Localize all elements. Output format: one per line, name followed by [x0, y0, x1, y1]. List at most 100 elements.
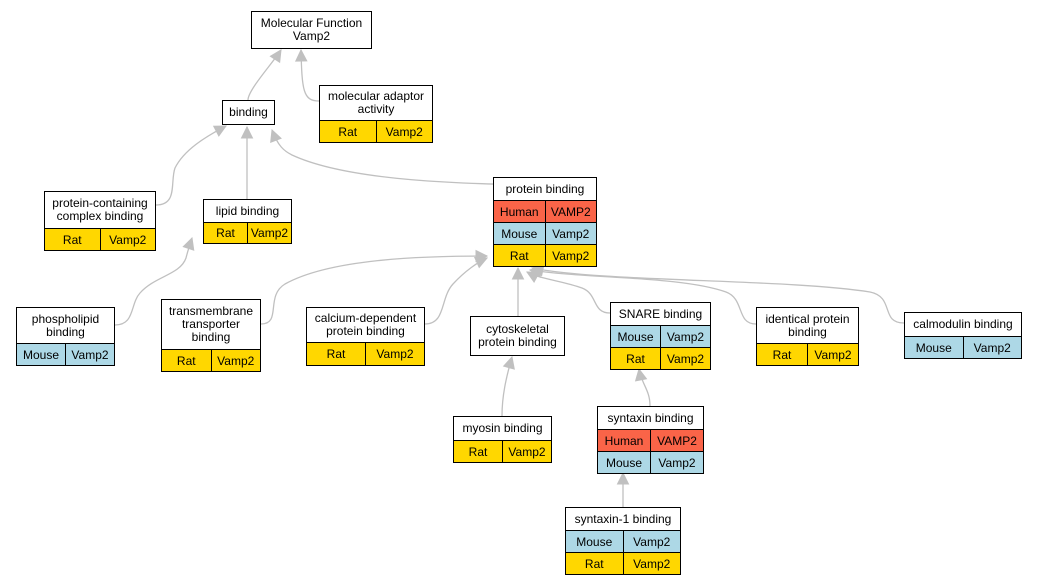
edge-molecular-adaptor-activity-to-molecular-function	[294, 48, 320, 102]
species-cell: Rat	[626, 351, 645, 366]
species-cell: Rat	[216, 226, 235, 240]
edge-arrowhead	[473, 256, 489, 269]
node-cytoskeletal-protein-binding[interactable]: cytoskeletal protein binding	[470, 316, 565, 356]
species-cell: Mouse	[617, 329, 654, 344]
edge-arrowhead	[294, 48, 308, 62]
edge-protein-binding-to-binding	[270, 128, 546, 186]
species-cell: Rat	[468, 444, 488, 459]
edge-line	[531, 267, 905, 324]
gene-cell: Vamp2	[502, 441, 551, 462]
species-cell: Rat	[584, 556, 604, 571]
species-cell: Rat	[772, 347, 792, 362]
node-title: Molecular Function Vamp2	[252, 12, 371, 48]
node-molecular-function[interactable]: Molecular Function Vamp2	[251, 11, 372, 49]
gene-cell: VAMP2	[544, 201, 597, 222]
node-title: SNARE binding	[611, 303, 710, 325]
species-cell: Rat	[62, 232, 82, 247]
edge-phospholipid-binding-to-lipid-binding	[114, 236, 195, 326]
edge-arrowhead	[212, 125, 227, 137]
species-cell: Mouse	[22, 347, 60, 362]
edge-arrowhead	[502, 355, 515, 370]
edge-binding-to-molecular-function	[247, 49, 282, 101]
edge-line	[260, 255, 488, 325]
node-title: molecular adaptor activity	[320, 86, 432, 120]
gene-cell: Vamp2	[650, 452, 703, 473]
gene-cell: VAMP2	[650, 430, 703, 451]
node-title: calmodulin binding	[905, 313, 1021, 336]
gene-cell: Vamp2	[99, 229, 156, 250]
species-cell: Mouse	[576, 534, 613, 549]
node-title: lipid binding	[204, 200, 291, 222]
edge-line	[529, 269, 757, 325]
edge-arrowhead	[269, 49, 282, 64]
species-cell: Mouse	[915, 340, 952, 355]
annotation-row-rat: Rat Vamp2	[204, 222, 291, 243]
edge-arrowhead	[634, 367, 648, 382]
node-title: binding	[223, 101, 274, 124]
edge-syntaxin-binding-to-snare-binding	[634, 367, 651, 407]
gene-cell: Vamp2	[247, 223, 291, 243]
gene-cell: Vamp2	[544, 223, 597, 244]
annotation-row-rat: Rat Vamp2	[320, 120, 432, 142]
gene-cell: Vamp2	[622, 531, 681, 552]
gene-cell: Vamp2	[375, 121, 433, 142]
species-cell: Mouse	[501, 226, 538, 241]
edge-arrowhead	[182, 236, 195, 251]
node-title: protein-containing complex binding	[45, 192, 155, 228]
node-title: identical protein binding	[757, 308, 858, 343]
annotation-row-rat: Rat Vamp2	[45, 228, 155, 250]
node-title: syntaxin-1 binding	[566, 508, 680, 530]
species-cell: Rat	[338, 124, 358, 139]
edge-arrowhead	[240, 125, 254, 139]
edge-line	[271, 129, 546, 186]
gene-cell: Vamp2	[660, 326, 710, 347]
gene-cell: Vamp2	[210, 350, 261, 371]
annotation-row-mouse: Mouse Vamp2	[17, 343, 114, 365]
annotation-row-mouse: Mouse Vamp2	[494, 222, 596, 244]
edge-protein-containing-complex-binding-to-binding	[155, 125, 227, 206]
edge-calcium-dependent-protein-binding-to-protein-binding	[424, 256, 489, 325]
annotation-row-rat: Rat Vamp2	[162, 349, 260, 371]
annotation-row-human: Human VAMP2	[598, 429, 703, 451]
gene-cell: Vamp2	[65, 344, 114, 365]
edge-cytoskeletal-protein-binding-to-protein-binding	[511, 266, 525, 316]
species-cell: Human	[604, 433, 644, 448]
annotation-row-mouse: Mouse Vamp2	[611, 325, 710, 347]
annotation-row-rat: Rat Vamp2	[454, 440, 551, 462]
edge-myosin-binding-to-cytoskeletal-protein-binding	[501, 355, 515, 417]
species-cell: Rat	[326, 347, 346, 361]
edge-line	[155, 125, 227, 206]
species-cell: Rat	[509, 248, 529, 263]
node-title: calcium-dependent protein binding	[307, 308, 424, 342]
edge-lipid-binding-to-binding	[240, 125, 254, 199]
species-cell: Rat	[176, 353, 196, 368]
node-title: syntaxin binding	[598, 407, 703, 429]
edge-arrowhead	[270, 128, 282, 143]
node-title: cytoskeletal protein binding	[471, 317, 564, 355]
node-binding[interactable]: binding	[222, 100, 275, 125]
gene-cell: Vamp2	[622, 553, 681, 574]
node-title: protein binding	[494, 178, 596, 200]
edge-arrowhead	[616, 471, 630, 485]
